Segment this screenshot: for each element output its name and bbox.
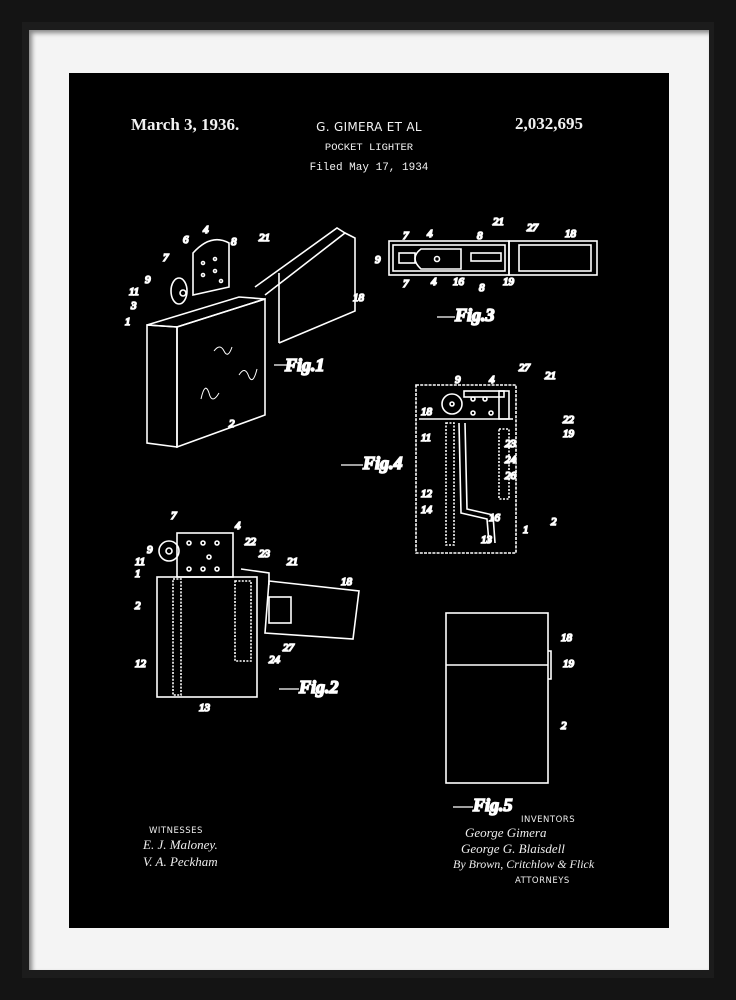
fig2-ref-12: 12: [135, 658, 147, 670]
fig1-ref-8: 8: [231, 236, 237, 248]
fig2-ref-27: 27: [283, 642, 295, 654]
fig3-ref-7b: 7: [403, 278, 409, 290]
inventors-heading: INVENTORS: [521, 815, 576, 825]
fig2-ref-7: 7: [171, 510, 177, 522]
patent-date: March 3, 1936.: [131, 115, 240, 134]
fig4-ref-18: 18: [421, 406, 433, 418]
fig4-ref-9: 9: [455, 374, 461, 386]
fig5-ref-2: 2: [561, 720, 567, 732]
fig2-ref-1: 1: [135, 568, 141, 580]
fig4-ref-16: 16: [489, 512, 501, 524]
fig2-label: Fig.2: [298, 677, 339, 697]
fig2-ref-23: 23: [259, 548, 271, 560]
fig1-ref-21: 21: [259, 232, 270, 244]
figure-3-drawing: [388, 240, 598, 276]
patent-poster: March 3, 1936. G. GIMERA ET AL POCKET LI…: [69, 73, 669, 928]
fig3-ref-9: 9: [375, 254, 381, 266]
fig3-ref-4b: 4: [431, 276, 437, 288]
fig1-ref-7: 7: [163, 252, 169, 264]
fig4-ref-14: 14: [421, 504, 433, 516]
fig1-ref-4: 4: [203, 224, 209, 236]
fig4-ref-4: 4: [489, 374, 495, 386]
fig4-ref-1: 1: [523, 524, 529, 536]
fig4-label: Fig.4: [362, 453, 403, 473]
fig1-label: Fig.1: [284, 355, 325, 375]
fig2-ref-21: 21: [287, 556, 298, 568]
fig4-ref-22: 22: [563, 414, 575, 426]
fig1-ref-6: 6: [183, 234, 189, 246]
fig4-ref-12: 12: [421, 488, 433, 500]
fig4-ref-21: 21: [545, 370, 556, 382]
attorneys-label: ATTORNEYS: [515, 876, 570, 886]
filed-date: Filed May 17, 1934: [309, 162, 429, 174]
fig5-label: Fig.5: [472, 795, 513, 815]
fig1-ref-18: 18: [353, 292, 365, 304]
fig2-ref-9: 9: [147, 544, 153, 556]
inventor-header: G. GIMERA ET AL: [316, 120, 422, 134]
fig3-ref-27: 27: [527, 222, 539, 234]
witnesses-heading: WITNESSES: [149, 826, 203, 836]
inventor-signature-1: George Gimera: [465, 825, 547, 840]
fig5-ref-18: 18: [561, 632, 573, 644]
fig1-ref-1: 1: [125, 316, 131, 328]
fig2-ref-22: 22: [245, 536, 257, 548]
patent-title: POCKET LIGHTER: [324, 142, 414, 154]
fig3-ref-8: 8: [477, 230, 483, 242]
fig4-ref-19: 19: [563, 428, 575, 440]
fig2-ref-2: 2: [135, 600, 141, 612]
fig2-ref-18: 18: [341, 576, 353, 588]
fig2-ref-24: 24: [269, 654, 281, 666]
attorney-by-line: By Brown, Critchlow & Flick: [453, 857, 595, 871]
figure-1-drawing: [146, 227, 356, 449]
fig3-label: Fig.3: [454, 305, 495, 325]
fig3-ref-7: 7: [403, 230, 409, 242]
fig2-ref-13: 13: [199, 702, 211, 714]
fig1-ref-2: 2: [229, 418, 235, 430]
fig2-ref-11: 11: [135, 556, 145, 568]
inventor-signature-2: George G. Blaisdell: [461, 841, 565, 856]
fig4-ref-24: 24: [505, 454, 517, 466]
witness-signature-1: E. J. Maloney.: [143, 837, 218, 852]
fig3-ref-21: 21: [493, 216, 504, 228]
fig5-ref-19: 19: [563, 658, 575, 670]
fig4-ref-13: 13: [481, 534, 493, 546]
fig1-ref-11: 11: [129, 286, 139, 298]
patent-number: 2,032,695: [515, 114, 583, 133]
fig1-ref-9: 9: [145, 274, 151, 286]
fig4-ref-26: 26: [505, 470, 517, 482]
fig4-ref-27: 27: [519, 362, 531, 374]
fig4-ref-11: 11: [421, 432, 431, 444]
fig1-ref-3: 3: [130, 300, 137, 312]
fig3-ref-8b: 8: [479, 282, 485, 294]
fig3-ref-18: 18: [565, 228, 577, 240]
patent-drawings: 6 4 8 21 7 9 11 3 1 18 2 Fig.1 7 4 8 21 …: [124, 215, 598, 816]
fig3-ref-16: 16: [453, 276, 465, 288]
fig4-ref-23: 23: [505, 438, 517, 450]
figure-5-drawing: [445, 612, 552, 784]
figure-2-drawing: [156, 532, 360, 698]
fig3-ref-19: 19: [503, 276, 515, 288]
figure-4-drawing: [415, 384, 517, 554]
fig3-ref-4: 4: [427, 228, 433, 240]
fig2-ref-4: 4: [235, 520, 241, 532]
witness-signature-2: V. A. Peckham: [143, 854, 218, 869]
fig4-ref-2: 2: [551, 516, 557, 528]
